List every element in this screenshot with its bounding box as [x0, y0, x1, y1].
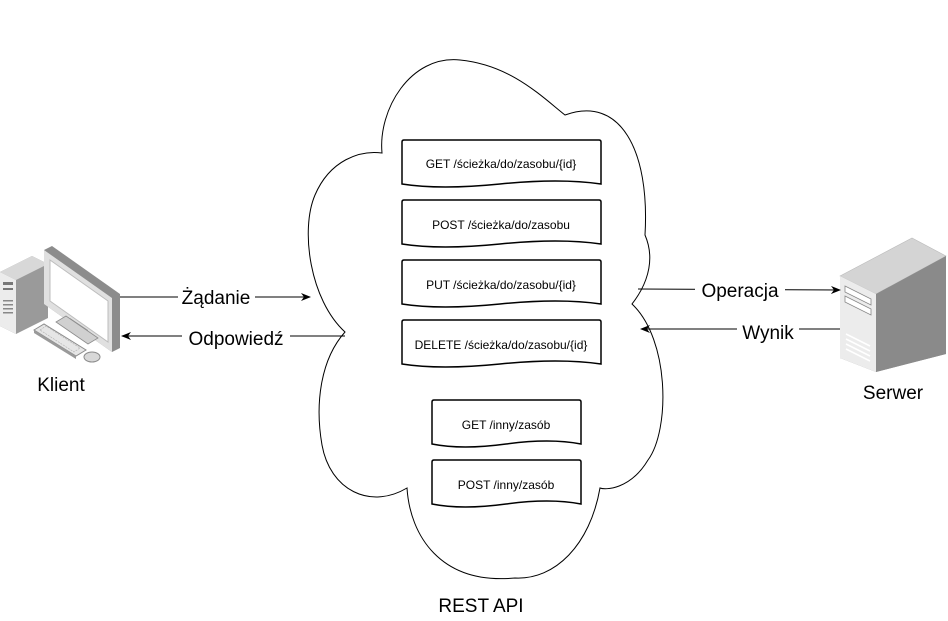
endpoint-document: GET /inny/zasób [431, 399, 582, 448]
endpoint-label: GET /inny/zasób [462, 418, 551, 432]
endpoint-document: PUT /ścieżka/do/zasobu/{id} [401, 259, 602, 308]
operation-arrow: Operacja [637, 279, 841, 302]
endpoint-list: GET /ścieżka/do/zasobu/{id} POST /ścieżk… [401, 139, 602, 508]
cloud-label: REST API [438, 596, 523, 617]
endpoint-document: DELETE /ścieżka/do/zasobu/{id} [401, 319, 602, 368]
server-label: Serwer [863, 383, 924, 404]
endpoint-label: POST /inny/zasób [458, 478, 555, 492]
endpoint-document: POST /ścieżka/do/zasobu [401, 199, 602, 248]
request-arrow: Żądanie [120, 286, 311, 309]
request-label: Żądanie [182, 288, 251, 309]
response-arrow: Odpowiedź [121, 326, 345, 350]
result-label: Wynik [742, 323, 794, 344]
endpoint-label: DELETE /ścieżka/do/zasobu/{id} [415, 338, 588, 352]
endpoint-label: GET /ścieżka/do/zasobu/{id} [426, 157, 577, 171]
result-arrow: Wynik [640, 319, 840, 344]
endpoint-document: POST /inny/zasób [431, 459, 582, 508]
server-tower-icon [839, 237, 947, 372]
endpoint-label: PUT /ścieżka/do/zasobu/{id} [426, 278, 576, 292]
desktop-computer-icon [0, 246, 120, 363]
client-node: Klient [0, 246, 120, 396]
endpoint-label: POST /ścieżka/do/zasobu [432, 218, 570, 232]
client-label: Klient [37, 375, 85, 396]
response-label: Odpowiedź [188, 329, 283, 350]
operation-label: Operacja [701, 281, 779, 302]
endpoint-document: GET /ścieżka/do/zasobu/{id} [401, 139, 602, 188]
server-node: Serwer [839, 237, 947, 404]
